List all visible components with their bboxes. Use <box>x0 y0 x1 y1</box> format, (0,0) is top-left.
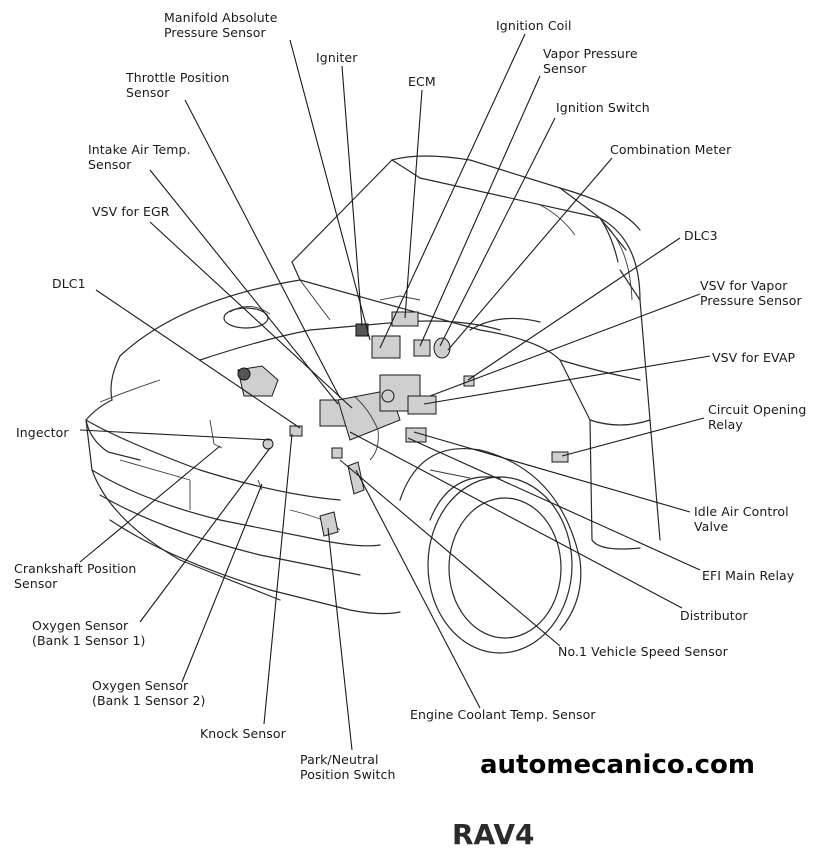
label-crankshaft-position-sensor: Crankshaft Position Sensor <box>14 561 137 591</box>
vsv-evap-part <box>407 395 437 415</box>
leader-lines <box>79 33 711 751</box>
label-distributor: Distributor <box>680 608 748 623</box>
label-ingector: Ingector <box>16 425 69 440</box>
label-combination-meter: Combination Meter <box>610 142 732 157</box>
ignition-coil-part <box>371 335 401 359</box>
label-ecm: ECM <box>408 74 436 89</box>
model-title: RAV4 <box>452 818 535 851</box>
label-oxygen-sensor-2: Oxygen Sensor (Bank 1 Sensor 2) <box>92 678 206 708</box>
vapor-sensor-part <box>413 339 431 357</box>
label-dlc1: DLC1 <box>52 276 86 291</box>
label-igniter: Igniter <box>316 50 358 65</box>
label-circuit-opening-relay: Circuit Opening Relay <box>708 402 807 432</box>
label-vsv-vapor-pressure-sensor: VSV for Vapor Pressure Sensor <box>700 278 802 308</box>
circuit-relay-part <box>551 451 569 463</box>
label-engine-coolant-temp-sensor: Engine Coolant Temp. Sensor <box>410 707 596 722</box>
label-idle-air-control-valve: Idle Air Control Valve <box>694 504 789 534</box>
label-park-neutral-switch: Park/Neutral Position Switch <box>300 752 396 782</box>
watermark-text: automecanico.com <box>480 750 755 780</box>
label-vsv-egr: VSV for EGR <box>92 204 170 219</box>
engine-components <box>209 311 569 537</box>
label-vehicle-speed-sensor: No.1 Vehicle Speed Sensor <box>558 644 728 659</box>
label-intake-air-temp-sensor: Intake Air Temp. Sensor <box>88 142 191 172</box>
label-efi-main-relay: EFI Main Relay <box>702 568 795 583</box>
vehicle-body-outline <box>85 155 661 654</box>
label-ignition-coil: Ignition Coil <box>496 18 572 33</box>
label-knock-sensor: Knock Sensor <box>200 726 286 741</box>
label-oxygen-sensor-1: Oxygen Sensor (Bank 1 Sensor 1) <box>32 618 146 648</box>
label-dlc3: DLC3 <box>684 228 718 243</box>
label-vapor-pressure-sensor: Vapor Pressure Sensor <box>543 46 638 76</box>
label-throttle-position-sensor: Throttle Position Sensor <box>126 70 230 100</box>
label-ignition-switch: Ignition Switch <box>556 100 650 115</box>
label-map-sensor: Manifold Absolute Pressure Sensor <box>164 10 278 40</box>
label-vsv-evap: VSV for EVAP <box>712 350 796 365</box>
